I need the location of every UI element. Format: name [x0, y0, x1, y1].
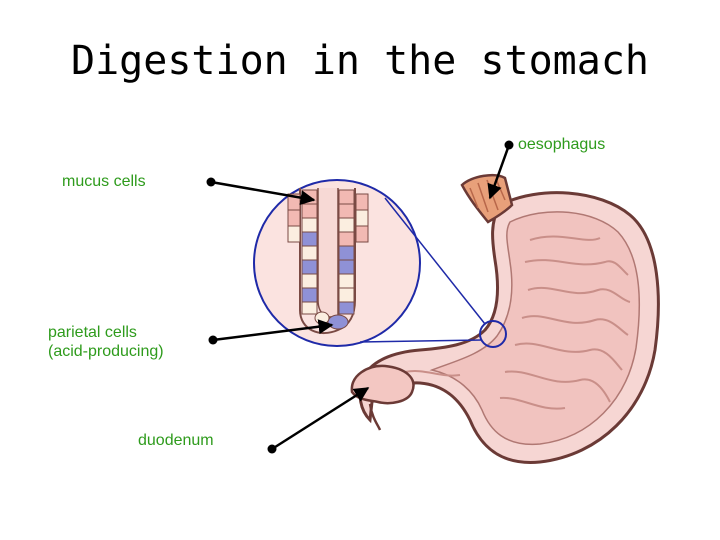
- label-oesophagus: oesophagus: [518, 136, 606, 153]
- label-mucus-cells: mucus cells: [62, 173, 146, 190]
- gastric-gland: [287, 188, 369, 335]
- label-duodenum: duodenum: [138, 432, 214, 449]
- arrow-mucus-cells: [206, 177, 316, 206]
- stomach-lining: [429, 211, 641, 446]
- page-title: Digestion in the stomach: [71, 38, 649, 84]
- zoom-line-top: [384, 197, 486, 325]
- zoom-target-circle: [479, 320, 507, 348]
- arrow-duodenum: [267, 386, 370, 454]
- duodenum-opening: [350, 364, 415, 405]
- label-arrows: [206, 140, 514, 454]
- arrow-parietal-cells: [208, 319, 334, 345]
- inset-magnification: [253, 179, 507, 348]
- zoom-line-bottom: [359, 339, 483, 343]
- arrow-oesophagus: [487, 140, 514, 200]
- label-parietal-cells-subtitle: (acid-producing): [48, 343, 164, 360]
- label-parietal-cells: parietal cells: [48, 324, 137, 341]
